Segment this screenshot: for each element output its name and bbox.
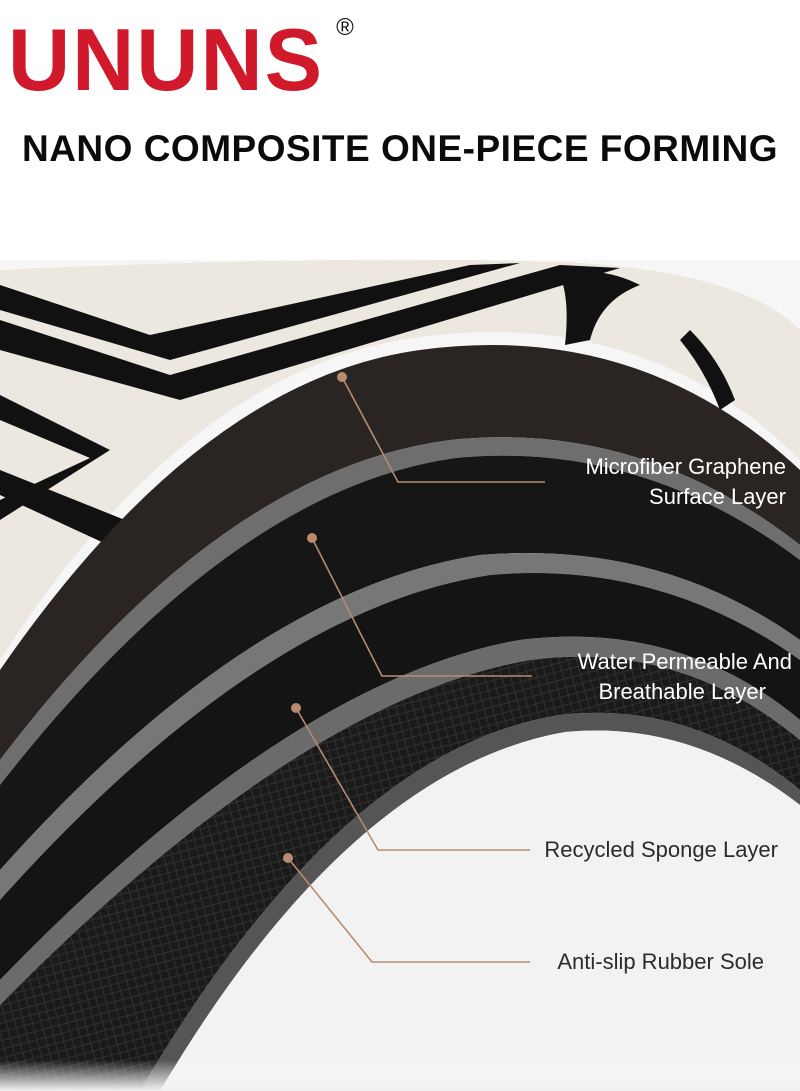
printed-surface	[0, 259, 800, 660]
layer-label-sole: Anti-slip Rubber Sole	[557, 949, 764, 974]
callout-line-sponge	[295, 707, 530, 851]
callout-dot-sole	[283, 853, 293, 863]
callout-lines	[287, 376, 545, 963]
callout-dot-sponge	[291, 703, 301, 713]
callout-line-sole	[287, 857, 530, 963]
layer-label-sponge: Recycled Sponge Layer	[544, 837, 778, 862]
headline: NANO COMPOSITE ONE-PIECE FORMING	[21, 128, 779, 169]
callout-line-breathable	[311, 537, 532, 677]
brand-logo-text: UNUNS	[8, 18, 324, 108]
brand-logo: UNUNS	[8, 18, 324, 108]
layer-label-surface: Microfiber Graphene Surface Layer	[585, 454, 786, 509]
callout-line-surface	[341, 376, 545, 483]
callout-dot-surface	[337, 372, 347, 382]
registered-trademark-icon: ®	[336, 14, 354, 41]
callout-dots	[283, 372, 347, 863]
svg-text:®: ®	[336, 14, 354, 41]
layer-label-breathable: Water Permeable And Breathable Layer	[577, 649, 792, 704]
callout-dot-breathable	[307, 533, 317, 543]
